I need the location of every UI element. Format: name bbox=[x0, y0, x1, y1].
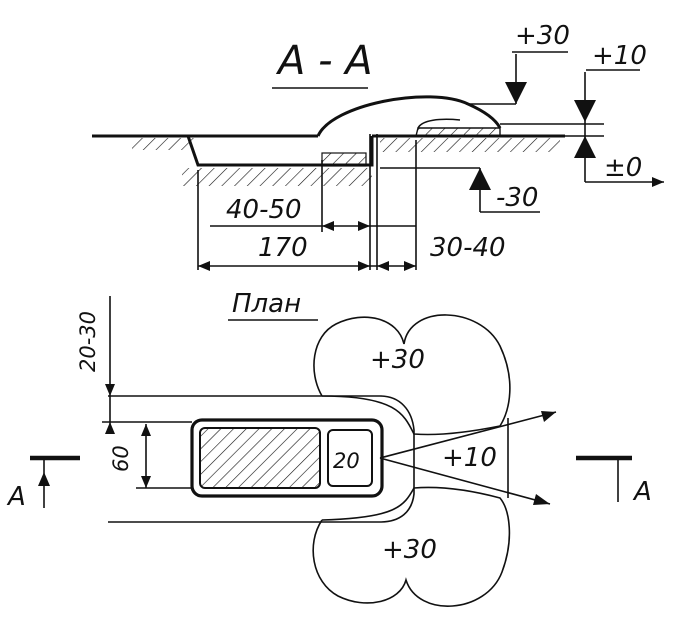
soil-hatch-3 bbox=[380, 138, 560, 152]
excavation-pit bbox=[186, 135, 374, 167]
lower-zone-label: +30 bbox=[382, 535, 437, 565]
soil-hatch-1 bbox=[132, 138, 194, 150]
level-plus30-arrow bbox=[505, 82, 527, 104]
dim-40-50-arrow-r bbox=[358, 221, 370, 231]
dim-170-label: 170 bbox=[258, 233, 308, 263]
level-minus30-label: -30 bbox=[496, 183, 538, 213]
raised-layer-edge bbox=[417, 118, 461, 129]
dim-30-40-arrow-l bbox=[377, 261, 389, 271]
dim-30-40-arrow-r bbox=[404, 261, 416, 271]
dim-20-30-arrow-bottom bbox=[105, 422, 115, 434]
small-cell-label: 20 bbox=[333, 449, 360, 473]
level-plus30-label: +30 bbox=[515, 21, 570, 51]
dim-20-30-arrow-top bbox=[105, 384, 115, 396]
level-plus10-label: +10 bbox=[592, 41, 647, 71]
level-zero-label: ±0 bbox=[604, 153, 642, 183]
backfill-mound bbox=[316, 95, 502, 137]
dim-20-30-label: 20-30 bbox=[76, 311, 100, 372]
upper-zone-label: +30 bbox=[370, 345, 425, 375]
cut-label-right: A bbox=[632, 477, 652, 507]
section-view: A - A +30 +10 bbox=[92, 21, 664, 271]
dim-40-50-label: 40-50 bbox=[226, 195, 302, 225]
foundation-small-cell bbox=[327, 429, 373, 487]
level-zero-arrow bbox=[574, 136, 596, 158]
section-title: A - A bbox=[275, 38, 373, 84]
dim-30-40-label: 30-40 bbox=[430, 233, 506, 263]
dim-60-arrow-top bbox=[141, 424, 151, 436]
dim-60-arrow-bottom bbox=[141, 476, 151, 488]
dim-170-arrow-l bbox=[198, 261, 210, 271]
spread-arrow-up-head bbox=[541, 411, 556, 422]
mid-zone-label: +10 bbox=[442, 443, 497, 473]
soil-hatch-2 bbox=[182, 168, 372, 186]
foundation-main-cell bbox=[199, 427, 321, 489]
spread-arrow-up bbox=[379, 411, 557, 459]
plan-view: План +30 +30 20 +10 20-30 60 bbox=[6, 289, 652, 607]
cut-arrow-left-head bbox=[38, 472, 50, 486]
spread-arrow-down-head bbox=[533, 494, 550, 505]
raised-layer bbox=[415, 127, 501, 137]
spread-arrow-down bbox=[379, 457, 551, 505]
level-zero-shelf-arrow bbox=[652, 177, 664, 187]
pit-fill-block bbox=[321, 152, 367, 167]
outer-contour bbox=[108, 395, 415, 523]
level-plus10-arrow bbox=[574, 100, 596, 122]
dim-60-label: 60 bbox=[109, 445, 133, 472]
cut-label-left: A bbox=[6, 482, 26, 512]
plan-title: План bbox=[232, 289, 301, 319]
dim-170-arrow-r bbox=[358, 261, 370, 271]
dim-40-50-arrow-l bbox=[322, 221, 334, 231]
